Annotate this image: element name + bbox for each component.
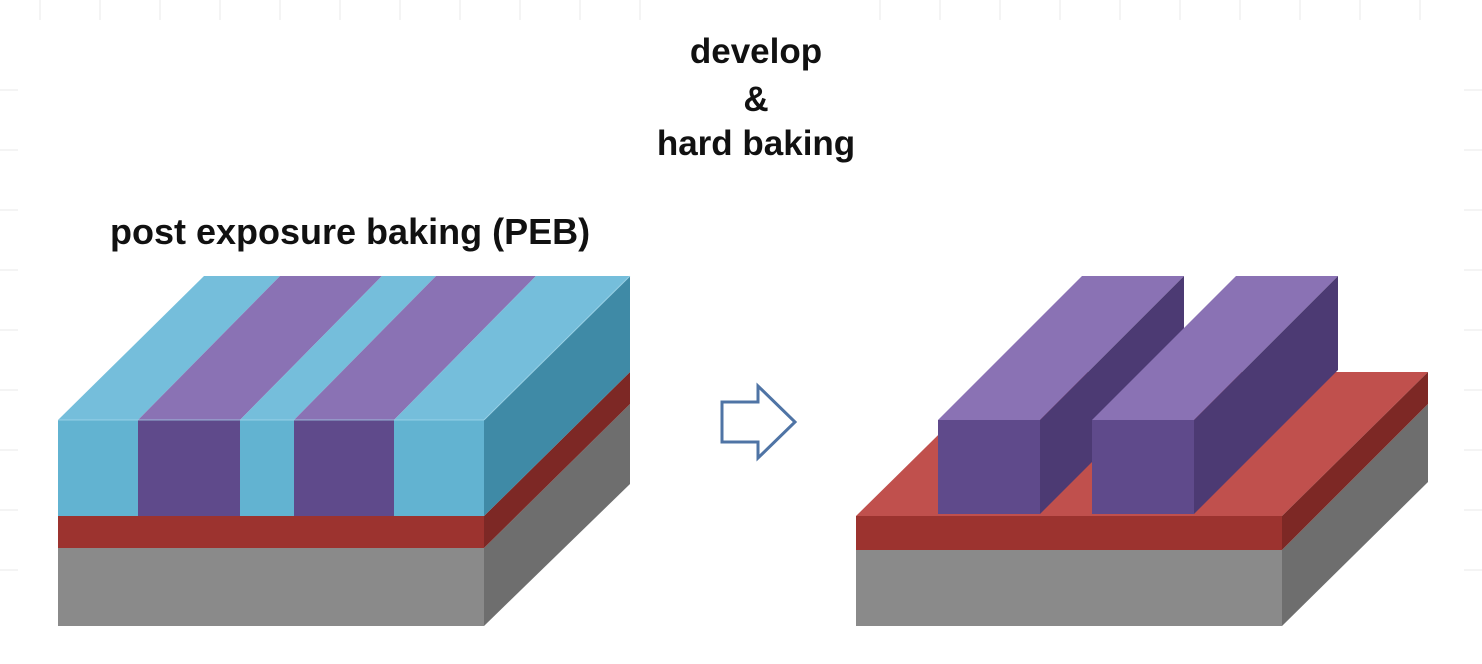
peb-label: post exposure baking (PEB): [110, 211, 591, 252]
left-substrate-side: [484, 404, 630, 626]
left-oxide-front: [58, 516, 484, 548]
right-resist-line-2: [1092, 276, 1338, 514]
left-substrate-front: [58, 548, 484, 626]
left-oxide-layer: [58, 372, 630, 548]
left-oxide-side: [484, 372, 630, 548]
step-title-line-2: &: [743, 80, 769, 119]
left-unexposed-region-1: [58, 420, 138, 516]
right-oxide-front: [856, 516, 1282, 550]
left-resist-block-side: [484, 276, 630, 516]
left-exposed-region-1: [138, 420, 240, 516]
right-substrate: [856, 404, 1428, 626]
left-resist-top: [58, 276, 630, 420]
left-resist-front: [58, 420, 484, 516]
right-substrate-side: [1282, 404, 1428, 626]
left-unexposed-region-3: [394, 420, 484, 516]
right-resist-line-1: [938, 276, 1184, 514]
right-substrate-front: [856, 550, 1282, 626]
left-unexposed-region-2: [240, 420, 294, 516]
left-exposed-region-2: [294, 420, 394, 516]
step-title-line-1: develop: [689, 32, 823, 71]
step-title-line-3: hard baking: [656, 124, 856, 163]
left-substrate: [58, 404, 630, 626]
right-arrow-outline-icon: [720, 382, 798, 462]
right-oxide-side: [1282, 372, 1428, 550]
